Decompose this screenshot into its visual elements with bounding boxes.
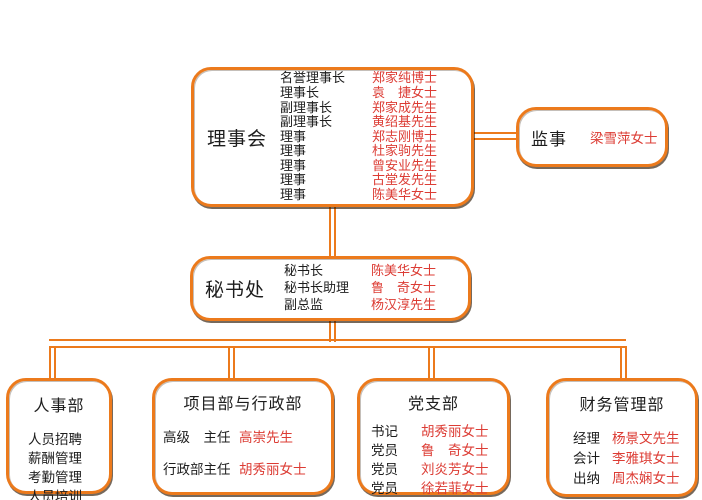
position-label: 书记 — [371, 424, 398, 440]
secretariat-row: 秘书长助理 鲁 奇女士 — [284, 280, 468, 297]
person-name: 鲁 奇女士 — [421, 443, 489, 459]
department-row: 经理杨景文先生 — [573, 429, 695, 449]
board-row: 名誉理事长 郑家纯博士 — [280, 72, 471, 87]
connector-drop-finance — [620, 346, 627, 379]
position-label: 出纳 — [573, 471, 600, 487]
hr-department-title: 人事部 — [33, 396, 85, 415]
position-label: 经理 — [573, 431, 600, 447]
hr-function-list: 人员招聘 薪酬管理 考勤管理 人员培训 — [9, 431, 109, 500]
department-row: 党员 徐若菲女士 — [371, 480, 507, 499]
department-row: 会计李雅琪女士 — [573, 449, 695, 469]
secretariat-member-list: 秘书长 陈美华女士 秘书长助理 鲁 奇女士 副总监 杨汉淳先生 — [284, 259, 468, 318]
person-name: 胡秀丽女士 — [421, 424, 489, 440]
department-row: 出纳周杰娴女士 — [573, 469, 695, 489]
board-row: 理事长 袁 捷女士 — [280, 85, 471, 102]
board-row: 副理事长 黄绍基先生 — [280, 116, 471, 131]
board-row: 理事 杜家驹先生 — [280, 145, 471, 160]
person-name: 袁 捷女士 — [372, 85, 438, 101]
finance-department-title: 财务管理部 — [579, 395, 665, 414]
connector-drop-party — [428, 346, 435, 379]
secretariat-row: 秘书长 陈美华女士 — [284, 263, 468, 280]
hr-function-item: 考勤管理 — [28, 470, 82, 486]
party-branch-box: 党支部 书记胡秀丽女士 党员鲁 奇女士 党员刘炎芳女士 党员徐若菲女士 — [357, 378, 510, 497]
board-row: 理事 曾安业先生 — [280, 158, 471, 175]
person-name: 徐若菲女士 — [421, 481, 489, 497]
position-label: 党员 — [371, 443, 398, 459]
board-row: 理事 郑志刚博士 — [280, 129, 471, 146]
position-label: 秘书长 — [284, 264, 324, 279]
position-label: 理事 — [280, 173, 307, 189]
connector-drop-hr — [49, 346, 56, 379]
position-label: 副理事长 — [280, 100, 333, 116]
person-name: 杨汉淳先生 — [371, 298, 437, 313]
position-label: 名誉理事长 — [280, 71, 346, 87]
person-name: 鲁 奇女士 — [371, 281, 437, 296]
supervisor-box: 监事 梁雪萍女士 — [516, 107, 668, 167]
position-label: 理事 — [280, 129, 307, 145]
board-row: 理事 古堂发先生 — [280, 174, 471, 189]
position-label: 高级 主任 — [163, 430, 231, 446]
person-name: 杜家驹先生 — [372, 144, 438, 160]
person-name: 黄绍基先生 — [372, 115, 438, 131]
board-row: 副理事长 郑家成先生 — [280, 100, 471, 117]
party-member-list: 书记胡秀丽女士 党员鲁 奇女士 党员刘炎芳女士 党员徐若菲女士 — [360, 423, 507, 499]
position-label: 秘书长助理 — [284, 281, 350, 296]
person-name: 李雅琪女士 — [612, 451, 680, 467]
position-label: 副总监 — [284, 298, 324, 313]
connector-bus — [49, 339, 626, 348]
project-admin-member-list: 高级 主任高崇先生 行政部主任胡秀丽女士 — [155, 429, 331, 479]
secretariat-row: 副总监 杨汉淳先生 — [284, 297, 468, 314]
supervisor-title: 监事 — [531, 129, 567, 150]
hr-function-item: 薪酬管理 — [28, 451, 82, 467]
hr-function-item: 人员招聘 — [28, 432, 82, 448]
position-label: 理事 — [280, 144, 307, 160]
person-name: 梁雪萍女士 — [590, 131, 658, 147]
person-name: 郑家成先生 — [372, 100, 438, 116]
department-row: 高级 主任高崇先生 — [163, 429, 331, 447]
position-label: 会计 — [573, 451, 600, 467]
position-label: 理事 — [280, 188, 307, 204]
department-row: 书记 胡秀丽女士 — [371, 423, 507, 442]
person-name: 胡秀丽女士 — [239, 462, 307, 478]
secretariat-box: 秘书处 秘书长 陈美华女士 秘书长助理 鲁 奇女士 副总监 杨汉淳先生 — [190, 256, 471, 321]
position-label: 副理事长 — [280, 115, 333, 131]
person-name: 郑家纯博士 — [372, 71, 438, 87]
department-row: 党员 鲁 奇女士 — [371, 442, 507, 461]
person-name: 高崇先生 — [239, 430, 293, 446]
connector-board-secretariat — [329, 205, 336, 258]
hr-function-item: 人员培训 — [28, 489, 82, 500]
person-name: 曾安业先生 — [372, 158, 438, 174]
position-label: 理事长 — [280, 85, 320, 101]
secretariat-title: 秘书处 — [205, 279, 266, 301]
person-name: 刘炎芳女士 — [421, 462, 489, 478]
party-branch-title: 党支部 — [407, 394, 459, 413]
position-label: 行政部主任 — [163, 462, 231, 478]
connector-board-supervisor — [472, 132, 518, 140]
finance-member-list: 经理杨景文先生 会计李雅琪女士 出纳周杰娴女士 — [549, 429, 695, 489]
position-label: 党员 — [371, 462, 398, 478]
board-member-list: 名誉理事长郑家纯博士 理事长袁 捷女士 副理事长郑家成先生 副理事长黄绍基先生 … — [280, 70, 471, 204]
board-title: 理事会 — [207, 127, 268, 150]
board-row: 理事 陈美华女士 — [280, 188, 471, 204]
hr-department-box: 人事部 人员招聘 薪酬管理 考勤管理 人员培训 — [6, 378, 112, 500]
project-admin-department-box: 项目部与行政部 高级 主任高崇先生 行政部主任胡秀丽女士 — [152, 378, 334, 495]
person-name: 古堂发先生 — [372, 173, 438, 189]
position-label: 理事 — [280, 158, 307, 174]
connector-drop-project-admin — [228, 346, 235, 379]
department-row: 行政部主任胡秀丽女士 — [163, 461, 331, 479]
position-label: 党员 — [371, 481, 398, 497]
finance-department-box: 财务管理部 经理杨景文先生 会计李雅琪女士 出纳周杰娴女士 — [546, 378, 698, 497]
board-box: 理事会 名誉理事长郑家纯博士 理事长袁 捷女士 副理事长郑家成先生 副理事长黄绍… — [191, 67, 474, 207]
person-name: 周杰娴女士 — [612, 471, 680, 487]
person-name: 陈美华女士 — [372, 188, 438, 204]
project-admin-department-title: 项目部与行政部 — [183, 394, 303, 413]
connector-secretariat-bus — [329, 319, 336, 342]
department-row: 党员 刘炎芳女士 — [371, 461, 507, 480]
person-name: 陈美华女士 — [371, 264, 437, 279]
person-name: 郑志刚博士 — [372, 129, 438, 145]
person-name: 杨景文先生 — [612, 431, 680, 447]
